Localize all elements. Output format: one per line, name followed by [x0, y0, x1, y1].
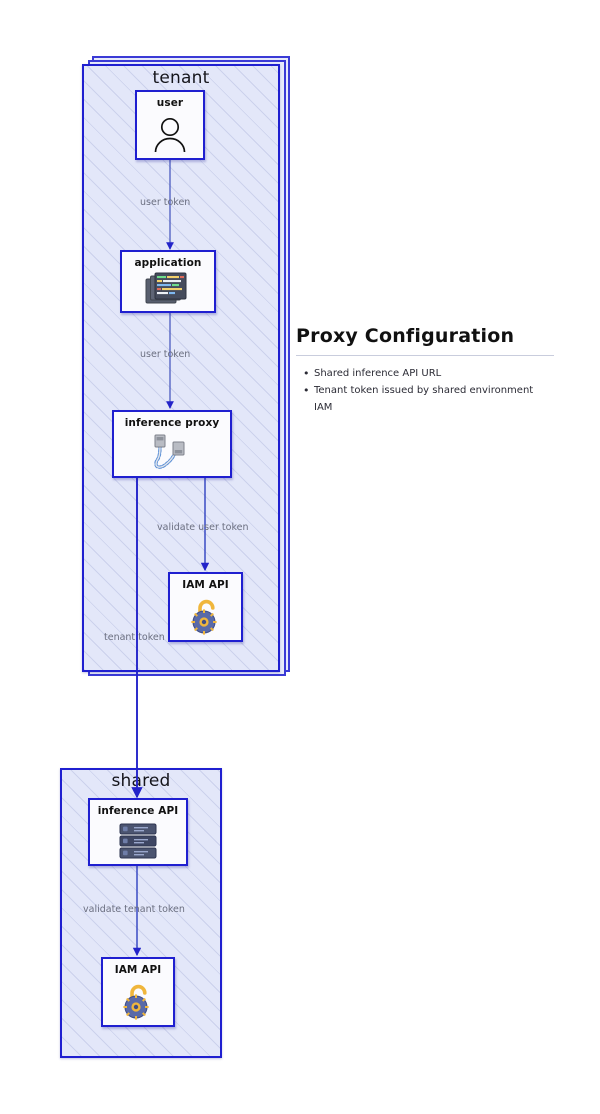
edge-label-user-token-1: user token [140, 197, 191, 208]
panel-list: Shared inference API URL Tenant token is… [296, 365, 554, 416]
node-iam-api-shared[interactable]: IAM API [101, 957, 175, 1027]
proxy-configuration-panel: Proxy Configuration Shared inference API… [296, 325, 554, 416]
edge-label-user-token-2: user token [140, 349, 191, 360]
node-inference-api[interactable]: inference API [88, 798, 188, 866]
panel-list-item: Shared inference API URL [303, 365, 554, 382]
node-user[interactable]: user [135, 90, 205, 160]
node-user-label: user [156, 97, 184, 109]
edge-label-tenant-token: tenant token [104, 632, 165, 643]
panel-divider [296, 355, 554, 356]
node-iam-api-tenant[interactable]: IAM API [168, 572, 243, 642]
shared-group-label: shared [111, 771, 171, 791]
open-padlock-gear-icon [103, 976, 173, 1025]
panel-list-item: Tenant token issued by shared environmen… [303, 382, 554, 416]
code-windows-icon [122, 269, 214, 311]
open-padlock-gear-icon [170, 591, 241, 640]
panel-title: Proxy Configuration [296, 325, 515, 347]
node-iam-api-shared-label: IAM API [114, 964, 162, 976]
node-iam-api-tenant-label: IAM API [182, 579, 229, 591]
node-application[interactable]: application [120, 250, 216, 313]
server-rack-icon [90, 817, 186, 864]
edge-label-validate-tenant-token: validate tenant token [83, 904, 185, 915]
node-inference-proxy[interactable]: inference proxy [112, 410, 232, 478]
edge-label-validate-user-token: validate user token [157, 522, 249, 533]
node-application-label: application [134, 257, 202, 269]
tenant-group-label: tenant [152, 68, 210, 88]
user-icon [137, 109, 203, 158]
node-inference-proxy-label: inference proxy [124, 417, 220, 429]
usb-cable-icon [114, 429, 230, 476]
node-inference-api-label: inference API [97, 805, 179, 817]
